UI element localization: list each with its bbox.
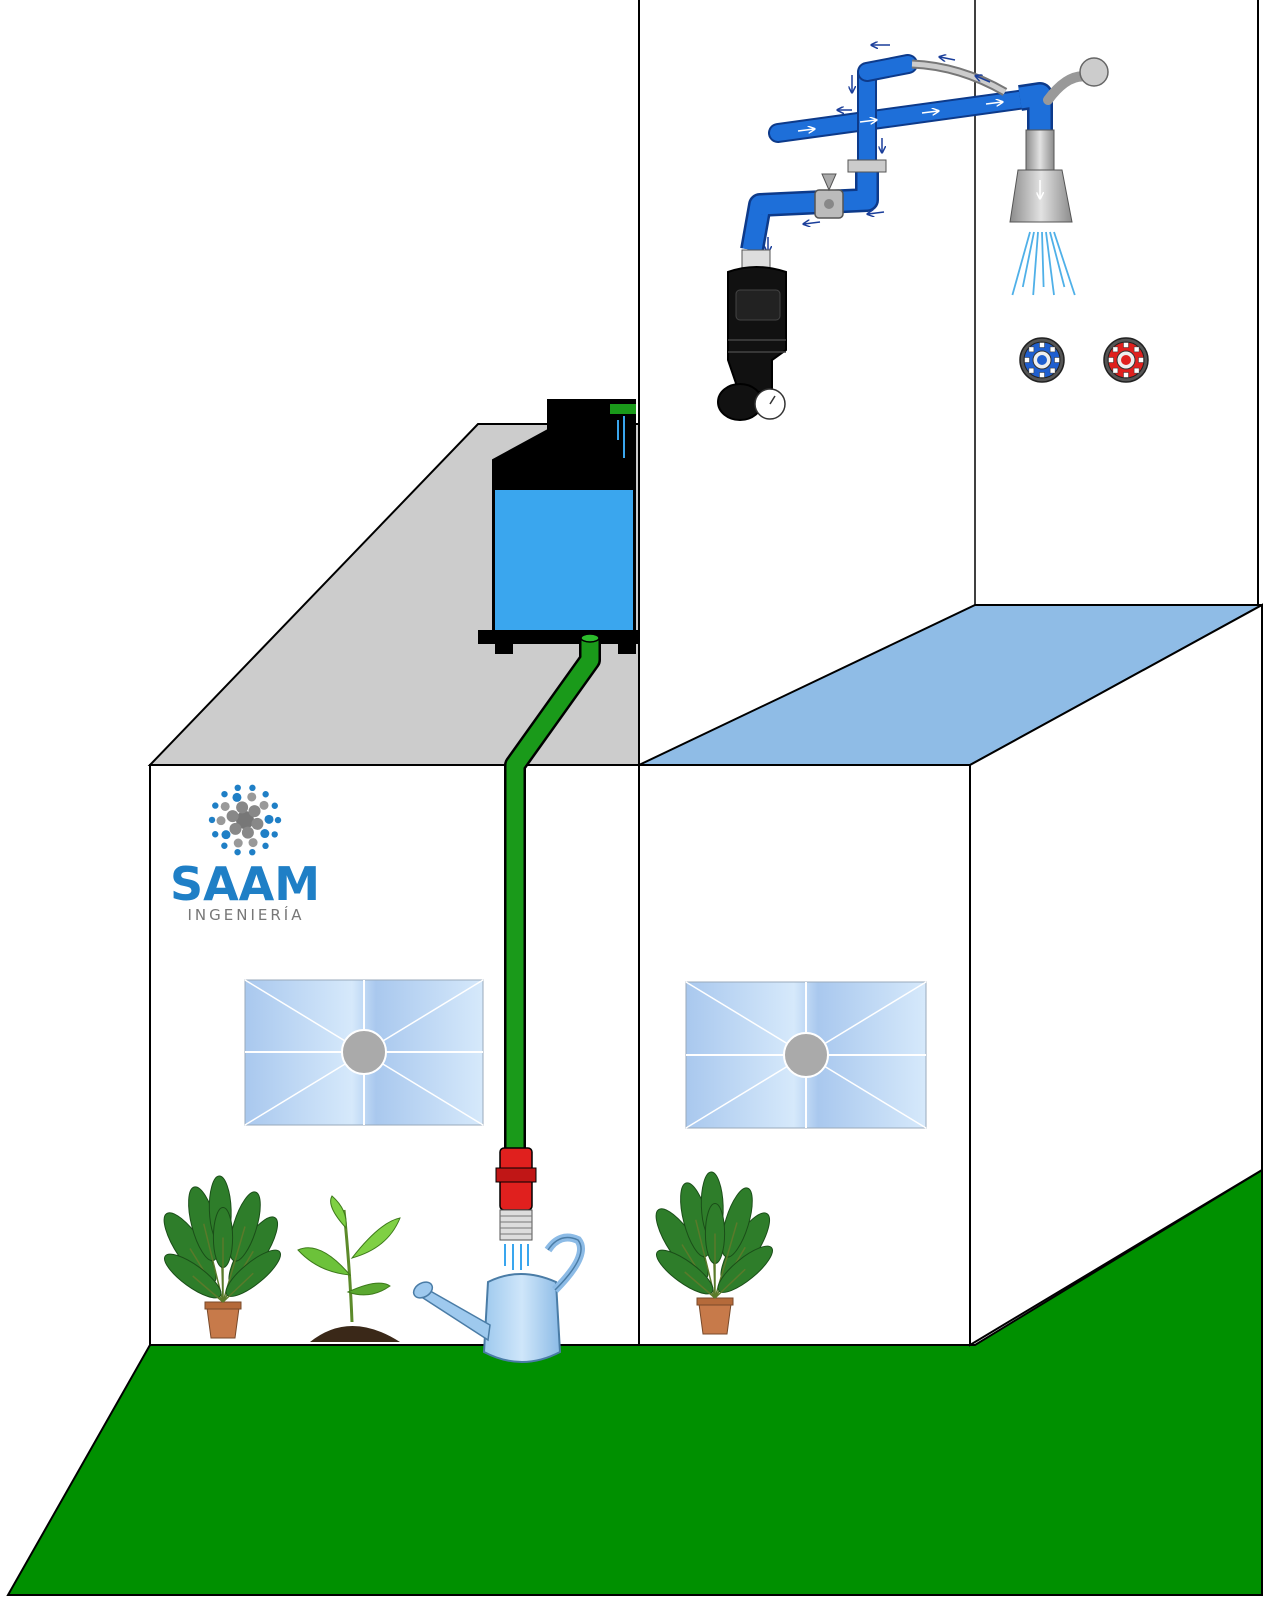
red-valve bbox=[495, 1147, 537, 1270]
logo-dot bbox=[233, 838, 243, 848]
logo-dot bbox=[249, 848, 256, 856]
logo-dot bbox=[264, 814, 274, 824]
tank-inlet bbox=[610, 404, 636, 414]
cold-tap bbox=[1019, 337, 1065, 383]
rainwater-tank bbox=[478, 399, 638, 654]
logo-dot bbox=[262, 791, 269, 798]
logo-dot bbox=[247, 792, 257, 802]
filter-unit bbox=[717, 249, 787, 421]
logo-dot bbox=[229, 822, 242, 835]
brand-logo-dots bbox=[208, 784, 282, 856]
hot-tap bbox=[1103, 337, 1149, 383]
watering-can bbox=[412, 1233, 586, 1363]
logo-dot bbox=[274, 816, 282, 824]
logo-dot bbox=[248, 805, 261, 818]
right-window bbox=[685, 981, 927, 1129]
logo-dot bbox=[208, 816, 216, 824]
logo-dot bbox=[220, 801, 230, 811]
shower-wall-mount bbox=[1079, 57, 1109, 87]
logo-dot bbox=[212, 802, 219, 809]
logo-dot bbox=[260, 829, 270, 839]
logo-dot bbox=[248, 838, 258, 848]
tank-base bbox=[478, 630, 638, 644]
logo-dot bbox=[236, 801, 249, 814]
logo-dot bbox=[212, 831, 219, 838]
brand-subtitle: INGENIERÍA bbox=[188, 905, 305, 924]
logo-dot bbox=[262, 842, 269, 850]
logo-dot bbox=[249, 784, 256, 792]
tank-water bbox=[495, 490, 633, 630]
logo-dot bbox=[221, 790, 228, 798]
potted-plant-right bbox=[655, 1171, 773, 1335]
logo-dot bbox=[221, 842, 228, 849]
logo-dot bbox=[236, 811, 254, 829]
logo-dot bbox=[251, 817, 264, 830]
logo-dot bbox=[259, 800, 269, 810]
blue-pipe-system bbox=[740, 45, 1053, 252]
brand-name: SAAM bbox=[170, 857, 320, 911]
shower-water bbox=[1011, 231, 1076, 296]
logo-dot bbox=[271, 802, 278, 809]
flower-pot bbox=[206, 1307, 240, 1339]
potted-plant-left bbox=[163, 1175, 281, 1339]
left-window bbox=[244, 979, 484, 1126]
flow-arrows bbox=[768, 45, 1002, 252]
green-downpipe bbox=[504, 633, 601, 1150]
gray-valve bbox=[814, 173, 844, 219]
logo-dot bbox=[234, 848, 241, 856]
logo-dot bbox=[226, 810, 239, 823]
logo-dot bbox=[216, 816, 226, 826]
seedling bbox=[297, 1195, 401, 1342]
logo-dot bbox=[221, 830, 231, 840]
flower-pot bbox=[698, 1303, 732, 1335]
logo-dot bbox=[241, 826, 254, 839]
logo-dot bbox=[234, 784, 241, 792]
shower bbox=[1009, 57, 1109, 296]
logo-dot bbox=[271, 831, 278, 838]
logo-dot bbox=[232, 792, 242, 802]
brand-logo: SAAM INGENIERÍA bbox=[170, 784, 320, 924]
